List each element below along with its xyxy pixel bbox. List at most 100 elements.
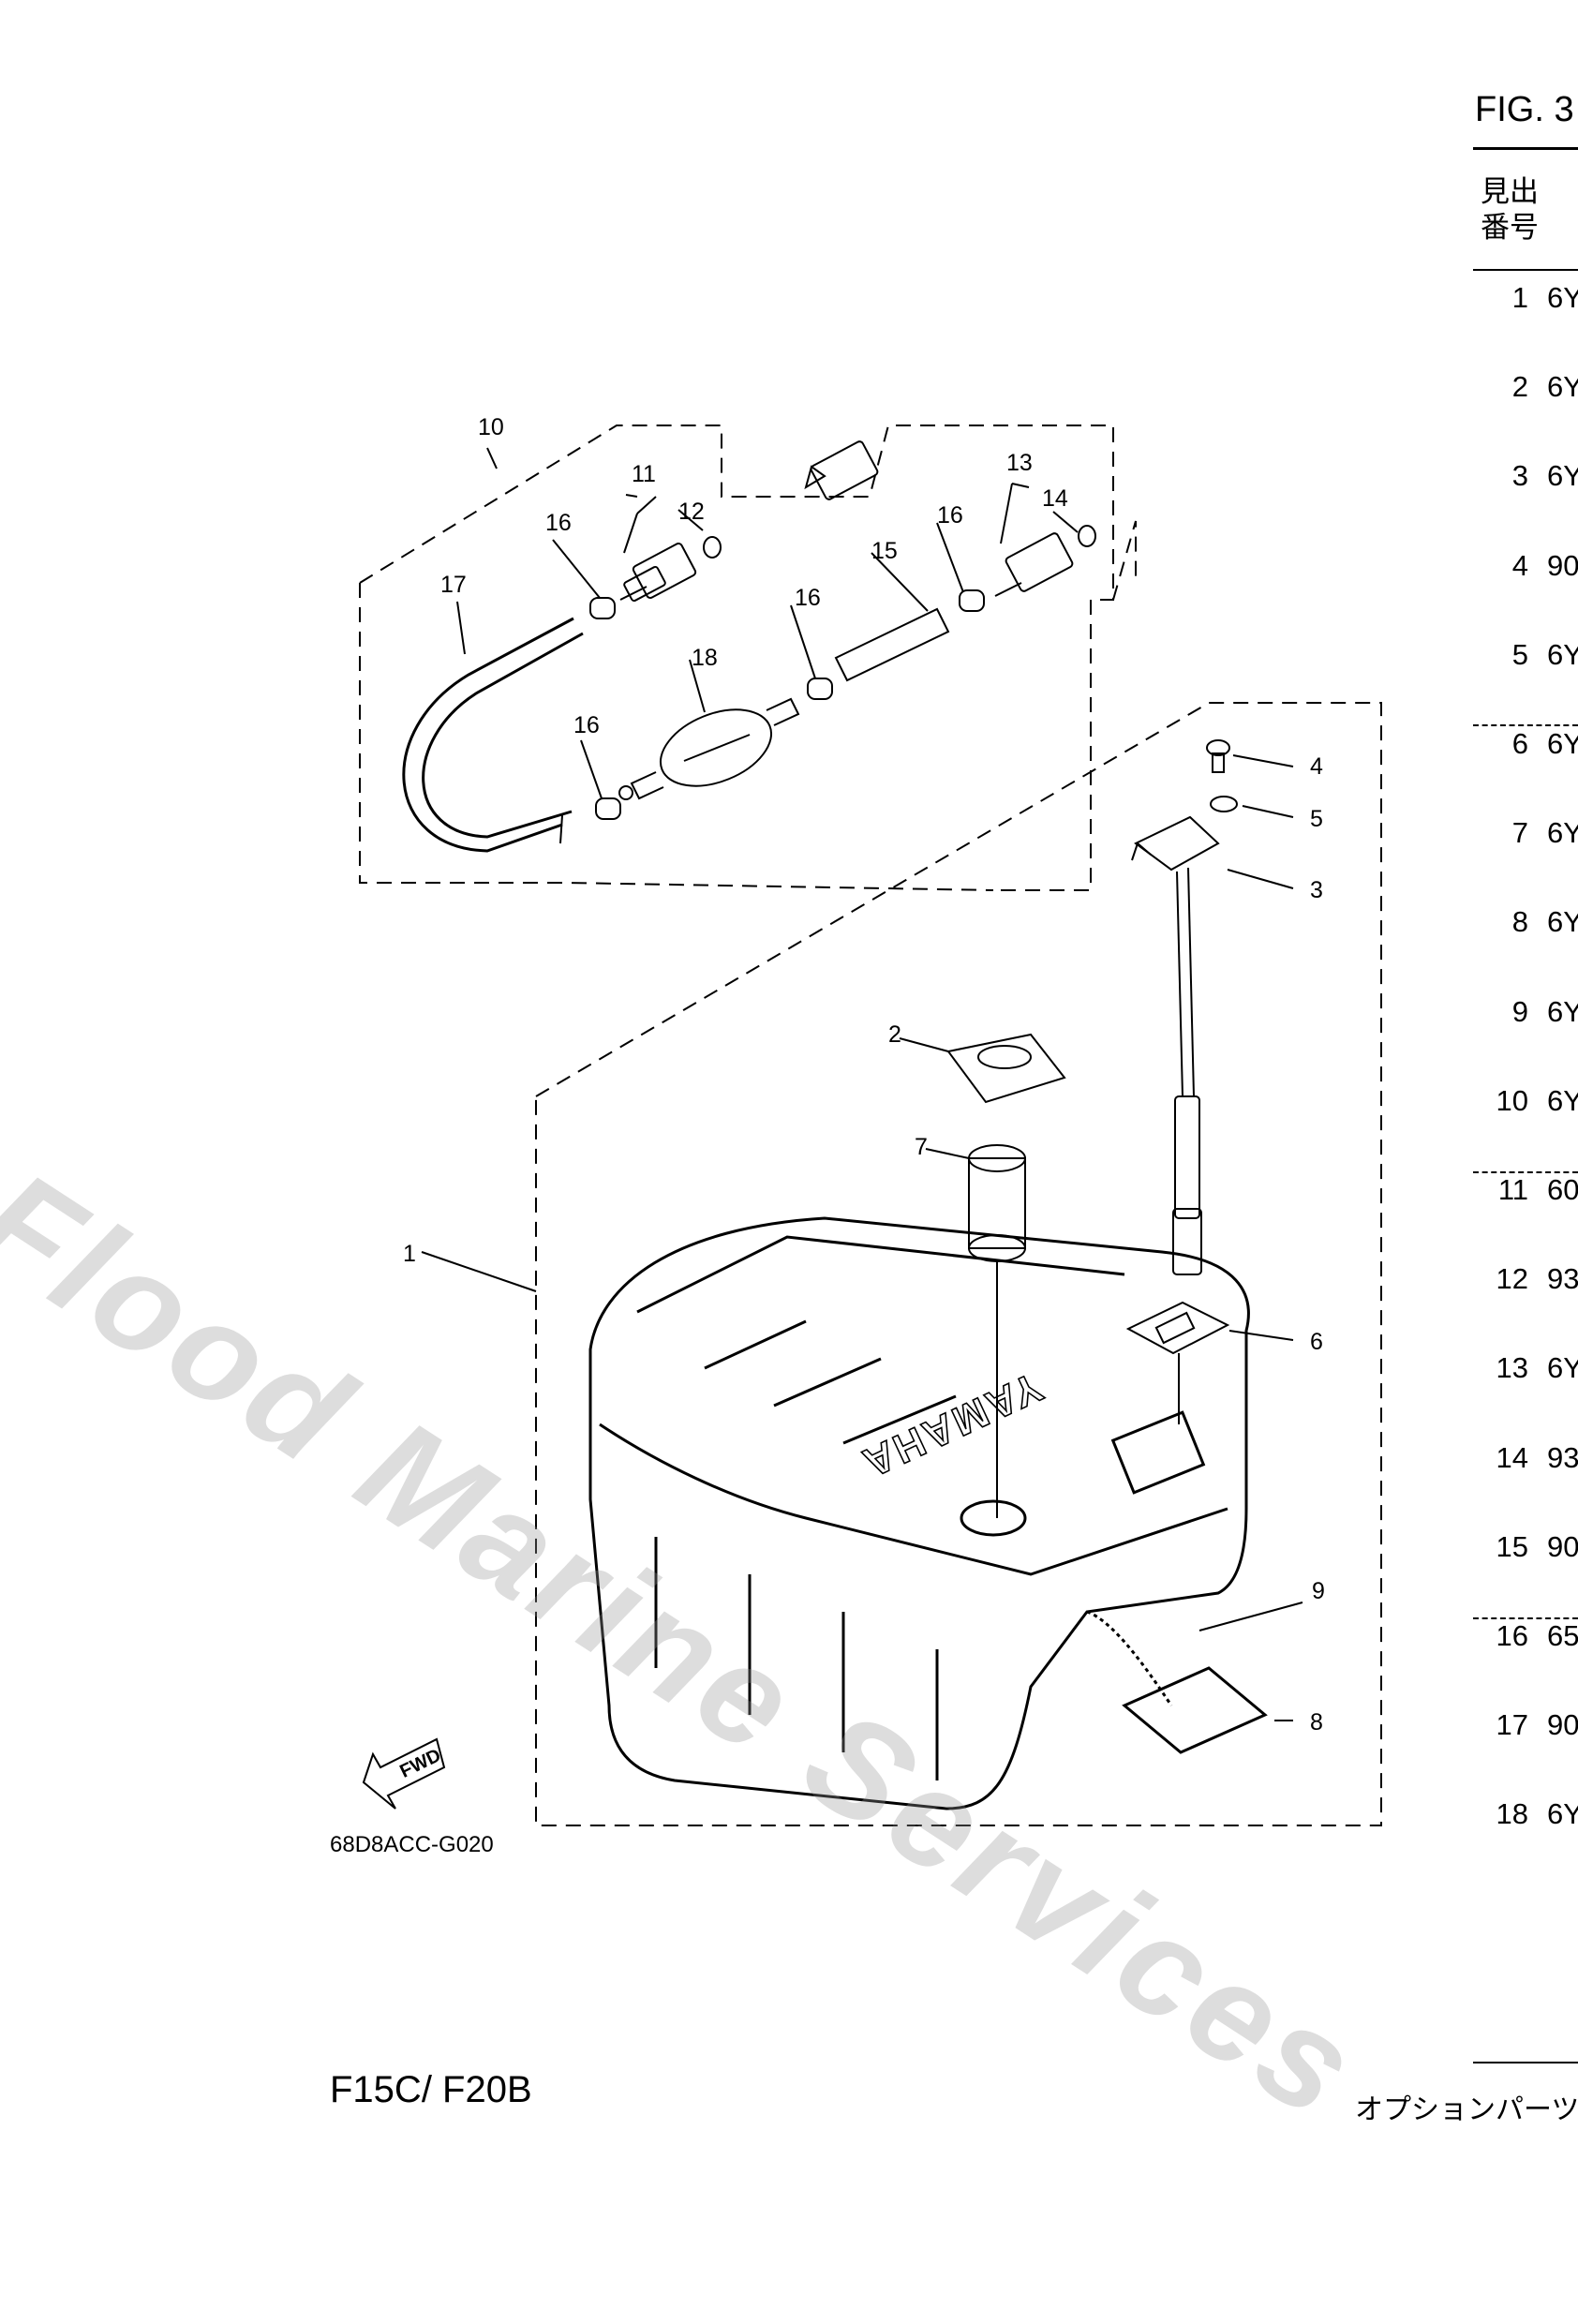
hose-15 xyxy=(834,607,950,682)
connector-top xyxy=(804,440,879,500)
ref-number: 14 xyxy=(1496,1440,1528,1474)
callout-7: 7 xyxy=(915,1134,928,1160)
hose-assembly-boundary-lower xyxy=(359,583,994,891)
callout-11: 11 xyxy=(632,461,656,487)
callout-5: 5 xyxy=(1310,806,1323,832)
callout-12: 12 xyxy=(678,499,705,525)
table-row: 13 6Y xyxy=(1473,1351,1578,1389)
callout-16: 16 xyxy=(573,712,600,738)
o-ring-12 xyxy=(703,536,722,559)
drawing-code: 68D8ACC-G020 xyxy=(330,1832,494,1857)
part-number-prefix: 6Y xyxy=(1547,637,1578,671)
clamp-16a xyxy=(589,597,616,619)
table-row: 11 60 xyxy=(1473,1173,1578,1211)
callout-15: 15 xyxy=(871,538,898,564)
callout-14: 14 xyxy=(1042,485,1068,512)
callout-6: 6 xyxy=(1310,1329,1323,1355)
ref-number: 17 xyxy=(1496,1708,1528,1742)
ref-number: 11 xyxy=(1497,1173,1528,1206)
option-parts-label: オプションパーツ xyxy=(1355,2094,1578,2125)
table-header-rule xyxy=(1473,269,1578,271)
table-group-divider xyxy=(1473,1171,1578,1173)
part-number-prefix: 60 xyxy=(1547,1173,1578,1206)
ref-number: 1 xyxy=(1511,281,1528,314)
ref-number: 7 xyxy=(1511,816,1528,850)
figure-title: FIG. 3 xyxy=(1475,90,1574,129)
table-group-divider xyxy=(1473,724,1578,726)
model-name: F15C/ F20B xyxy=(330,2069,532,2110)
callout-18: 18 xyxy=(692,645,718,671)
callout-10: 10 xyxy=(478,414,504,440)
table-row: 7 6Y xyxy=(1473,816,1578,854)
figure-title-rule xyxy=(1473,147,1578,150)
ref-number: 4 xyxy=(1511,548,1528,582)
callout-16: 16 xyxy=(545,510,572,536)
washer-5 xyxy=(1210,796,1238,812)
fwd-arrow-icon xyxy=(362,1737,446,1810)
table-row: 9 6Y xyxy=(1473,995,1578,1033)
tank-assembly-boundary xyxy=(535,702,1382,1826)
part-number-prefix: 6Y xyxy=(1547,281,1578,314)
ref-number: 12 xyxy=(1496,1262,1528,1296)
clamp-16b xyxy=(959,589,985,612)
part-number-prefix: 6Y xyxy=(1547,459,1578,493)
callout-4: 4 xyxy=(1310,753,1323,780)
callout-16: 16 xyxy=(795,585,821,611)
ref-number: 10 xyxy=(1496,1083,1528,1117)
ref-number: 15 xyxy=(1496,1529,1528,1563)
tank-cap-2 xyxy=(946,1033,1066,1104)
part-number-prefix: 65 xyxy=(1547,1619,1578,1652)
table-row: 4 90 xyxy=(1473,549,1578,587)
o-ring-14 xyxy=(1078,525,1096,547)
ref-number: 18 xyxy=(1496,1797,1528,1831)
callout-9: 9 xyxy=(1312,1578,1325,1604)
part-number-prefix: 90 xyxy=(1547,1708,1578,1742)
part-number-prefix: 90 xyxy=(1547,1529,1578,1563)
part-number-prefix: 93 xyxy=(1547,1440,1578,1474)
clamp-16c xyxy=(807,678,833,700)
callout-17: 17 xyxy=(440,572,467,598)
primer-bulb-18 xyxy=(618,697,800,800)
hose-assembly-boundary xyxy=(359,425,1114,891)
clamp-16d xyxy=(595,797,621,820)
part-number-prefix: 6Y xyxy=(1547,727,1578,760)
table-column-header: 見出 番号 xyxy=(1481,175,1539,244)
callout-2: 2 xyxy=(888,1021,901,1048)
strainer-7 xyxy=(968,1144,1026,1518)
callout-1: 1 xyxy=(403,1241,416,1267)
screw-4 xyxy=(1206,739,1230,773)
part-number-prefix: 6Y xyxy=(1547,1351,1578,1385)
ref-number: 5 xyxy=(1511,637,1528,671)
callout-13: 13 xyxy=(1006,450,1033,476)
ref-number: 2 xyxy=(1511,370,1528,404)
fuel-gauge-3 xyxy=(1131,815,1220,1275)
table-group-divider xyxy=(1473,1617,1578,1619)
part-number-prefix: 90 xyxy=(1547,548,1578,582)
part-number-prefix: 6Y xyxy=(1547,994,1578,1028)
part-number-prefix: 6Y xyxy=(1547,816,1578,850)
table-row: 5 6Y xyxy=(1473,638,1578,676)
connector-11 xyxy=(619,543,697,603)
ref-number: 9 xyxy=(1511,994,1528,1028)
callout-3: 3 xyxy=(1310,877,1323,903)
ref-number: 8 xyxy=(1511,905,1528,939)
ref-number: 13 xyxy=(1496,1351,1528,1385)
table-row: 6 6Y xyxy=(1473,727,1578,765)
callout-8: 8 xyxy=(1310,1709,1323,1736)
gasket-6 xyxy=(1125,1301,1230,1355)
connector-13 xyxy=(994,532,1074,597)
fwd-label: FWD xyxy=(396,1745,444,1782)
option-rule xyxy=(1473,2062,1578,2063)
part-number-prefix: 93 xyxy=(1547,1262,1578,1296)
hose-17 xyxy=(402,617,574,853)
table-row: 12 93 xyxy=(1473,1262,1578,1300)
ref-number: 6 xyxy=(1511,727,1528,760)
part-number-prefix: 6Y xyxy=(1547,905,1578,939)
